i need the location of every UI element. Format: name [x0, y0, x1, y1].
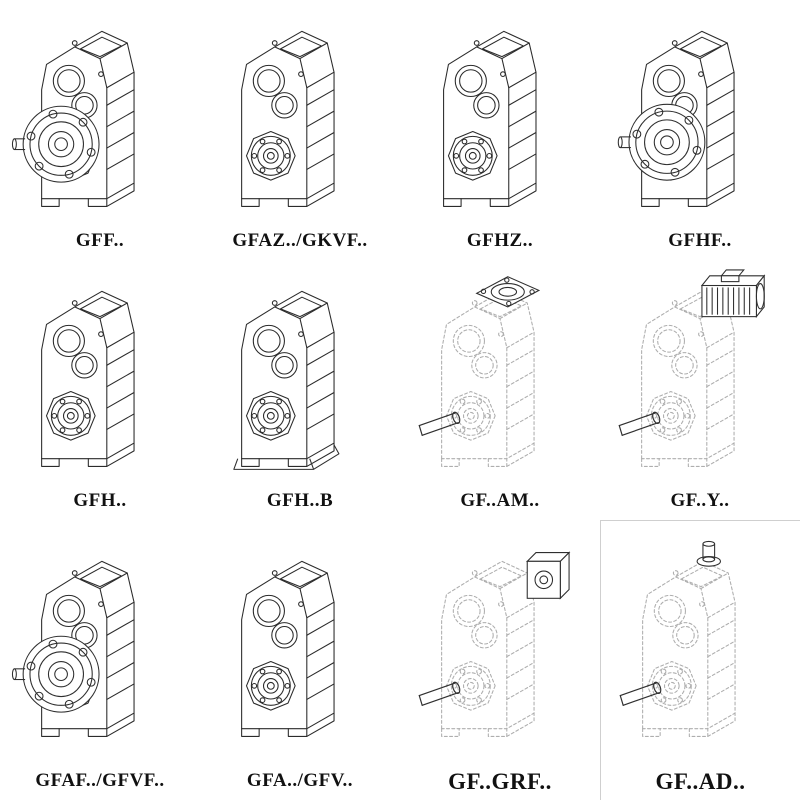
input-shaft-gearbox-line-art [619, 540, 736, 737]
product-cell-gfaz-gkvf: GFAZ../GKVF.. [200, 0, 400, 260]
input-adapter-gearbox-line-art [418, 551, 570, 737]
product-label: GF..Y.. [670, 490, 730, 511]
hollow-shaft-gearbox-line-art [443, 30, 537, 207]
gearbox-drawing [200, 0, 400, 230]
foot-mounted-gearbox-line-art [233, 290, 340, 470]
product-cell-gfhz: GFHZ.. [400, 0, 600, 260]
gearbox-drawing [400, 0, 600, 230]
product-label: GFHZ.. [466, 230, 534, 251]
hollow-shaft-gearbox-line-art [241, 30, 335, 207]
product-label: GFAF../GFVF.. [35, 770, 165, 791]
gearbox-drawing [200, 520, 400, 770]
product-label: GFF.. [75, 230, 125, 251]
product-label: GFHF.. [668, 230, 732, 251]
product-cell-gfh: GFH.. [0, 260, 200, 520]
product-cell-gfh-b: GFH..B [200, 260, 400, 520]
gearbox-drawing [0, 260, 200, 490]
gearbox-drawing [0, 520, 200, 770]
product-cell-gfa-gfv: GFA../GFV.. [200, 520, 400, 800]
product-cell-gfhf: GFHF.. [600, 0, 800, 260]
gearbox-drawing [400, 260, 600, 490]
flange-gearbox-line-art [617, 30, 735, 207]
flange-gearbox-line-art [11, 560, 135, 737]
product-label: GFH.. [73, 490, 127, 511]
product-cell-gf-am: GF..AM.. [400, 260, 600, 520]
gearbox-drawing [601, 521, 800, 769]
product-label: GFAZ../GKVF.. [232, 230, 368, 251]
gearbox-drawing [400, 520, 600, 769]
product-cell-gf-y: GF..Y.. [600, 260, 800, 520]
product-cell-gf-ad: GF..AD.. [600, 520, 800, 800]
product-label: GFA../GFV.. [246, 770, 354, 791]
product-label: GF..AD.. [655, 769, 746, 794]
product-cell-gfaf-gfvf: GFAF../GFVF.. [0, 520, 200, 800]
hollow-shaft-gearbox-line-art [41, 290, 135, 467]
gearbox-drawing [600, 260, 800, 490]
motor-mounted-gearbox-line-art [618, 269, 765, 467]
gearbox-drawing [200, 260, 400, 490]
product-label: GF..GRF.. [448, 769, 552, 794]
flange-gearbox-line-art [11, 30, 135, 207]
product-label: GFH..B [266, 490, 334, 511]
hollow-shaft-gearbox-line-art [241, 560, 335, 737]
product-cell-gff: GFF.. [0, 0, 200, 260]
gearbox-drawing [0, 0, 200, 230]
gearbox-drawing [600, 0, 800, 230]
iec-adapter-gearbox-line-art [418, 276, 540, 467]
product-label: GF..AM.. [460, 490, 540, 511]
product-cell-gf-grf: GF..GRF.. [400, 520, 600, 800]
